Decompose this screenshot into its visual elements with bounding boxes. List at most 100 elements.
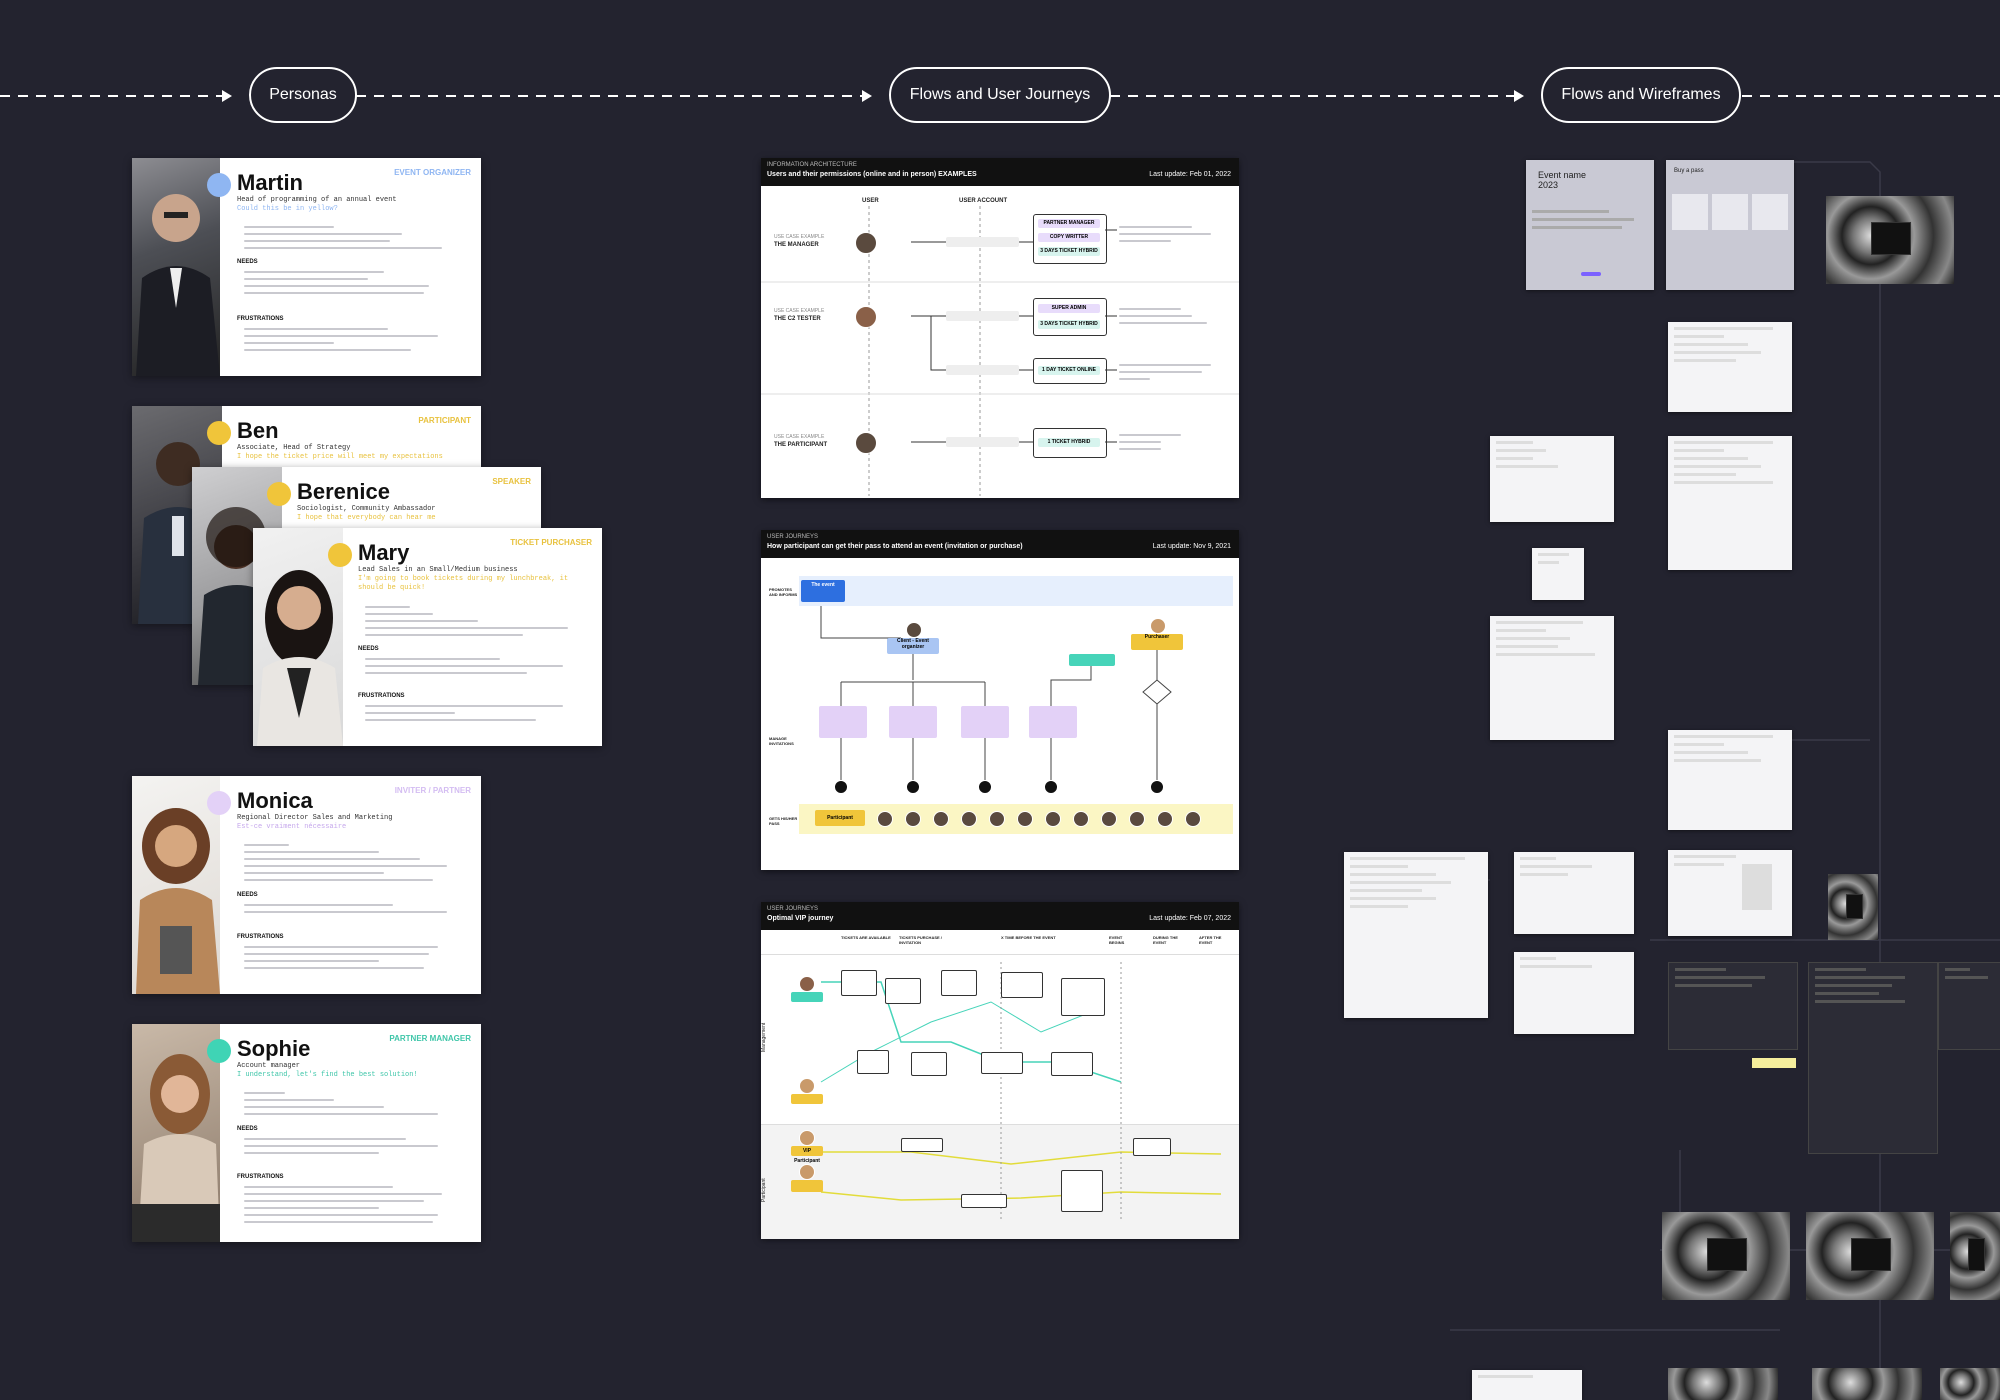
wireframe-dark-long bbox=[1808, 962, 1938, 1154]
account-manager-avatar bbox=[799, 1078, 815, 1094]
frustrations-heading: FRUSTRATIONS bbox=[237, 1174, 284, 1180]
case-manager: THE MANAGER bbox=[774, 242, 819, 248]
step-marker bbox=[906, 780, 920, 794]
persona-card-mary: Mary TICKET PURCHASER Lead Sales in an S… bbox=[253, 528, 602, 746]
account-node bbox=[946, 311, 1019, 321]
case-kicker: USE CASE EXAMPLE bbox=[774, 234, 825, 240]
persona-photo bbox=[132, 776, 220, 994]
persona-color-dot bbox=[267, 482, 291, 506]
frame-update: Last update: Nov 9, 2021 bbox=[1152, 543, 1231, 550]
lane-label: GETS HIS/HER PASS bbox=[769, 816, 798, 826]
persona-color-dot bbox=[207, 421, 231, 445]
step-card bbox=[1001, 972, 1043, 998]
step-card bbox=[1051, 1052, 1093, 1076]
event-node: The event bbox=[801, 580, 845, 602]
needs-list bbox=[244, 1138, 469, 1159]
frustrations-heading: FRUSTRATIONS bbox=[237, 934, 284, 940]
participant-avatar bbox=[1185, 811, 1201, 827]
permissions-text bbox=[1119, 308, 1223, 329]
frame-kicker: USER JOURNEYS bbox=[767, 906, 819, 912]
frame-header: INFORMATION ARCHITECTURE Users and their… bbox=[761, 158, 1239, 186]
stage-header: AFTER THE EVENT bbox=[1199, 935, 1222, 945]
participant-avatar bbox=[1017, 811, 1033, 827]
section-connector bbox=[0, 90, 2000, 102]
persona-name: Monica bbox=[237, 788, 313, 813]
lane-label: PROMOTES AND INFORMS bbox=[769, 587, 798, 597]
persona-role: TICKET PURCHASER bbox=[510, 538, 592, 547]
persona-name: Martin bbox=[237, 170, 303, 195]
frame-title: Users and their permissions (online and … bbox=[767, 171, 977, 178]
wireframe-event-page: Event name 2023 bbox=[1526, 160, 1654, 290]
wireframe-title: Buy a pass bbox=[1674, 168, 1704, 174]
account-node bbox=[946, 437, 1019, 447]
role-badge: 3 DAYS TICKET HYBRID bbox=[1038, 247, 1100, 256]
needs-list bbox=[244, 904, 469, 918]
persona-quote: Est-ce vraiment nécessaire bbox=[237, 823, 347, 831]
role-badge: 1 DAY TICKET ONLINE bbox=[1038, 366, 1100, 375]
step-card bbox=[857, 1050, 889, 1074]
step-marker bbox=[834, 780, 848, 794]
persona-subtitle: Regional Director Sales and Marketing bbox=[237, 814, 393, 822]
participant-avatar bbox=[1073, 811, 1089, 827]
wireframe-admin bbox=[1344, 852, 1488, 1018]
frame-header: USER JOURNEYS How participant can get th… bbox=[761, 530, 1239, 558]
participant-avatar bbox=[933, 811, 949, 827]
participant-avatar bbox=[961, 811, 977, 827]
stage-header: X TIME BEFORE THE EVENT bbox=[1001, 935, 1056, 940]
case-tester: THE C2 TESTER bbox=[774, 316, 821, 322]
wireframe-dark-hero bbox=[1826, 196, 1954, 284]
needs-heading: NEEDS bbox=[237, 259, 258, 265]
account-node bbox=[946, 237, 1019, 247]
persona-name: Berenice bbox=[297, 479, 390, 504]
organizer-avatar bbox=[906, 622, 922, 638]
step-card bbox=[841, 970, 877, 996]
wireframe-form bbox=[1668, 730, 1792, 830]
account-node bbox=[946, 365, 1019, 375]
stage-header: TICKETS PURCHASE / INVITATION bbox=[899, 935, 942, 945]
persona-subtitle: Account manager bbox=[237, 1062, 301, 1070]
wireframe-dark bbox=[1668, 962, 1798, 1050]
purchaser-avatar bbox=[1150, 618, 1166, 634]
case-participant: THE PARTICIPANT bbox=[774, 442, 828, 448]
vip-avatar bbox=[799, 1164, 815, 1180]
partner-node bbox=[1069, 654, 1115, 666]
wireframe-dark-hero bbox=[1806, 1212, 1934, 1300]
persona-role: EVENT ORGANIZER bbox=[394, 168, 471, 177]
persona-role: INVITER / PARTNER bbox=[394, 786, 471, 795]
buy-button[interactable] bbox=[1581, 272, 1601, 276]
organizer-node: Client - Event organizer bbox=[887, 638, 939, 654]
wireframe-buy-pass: Buy a pass bbox=[1666, 160, 1794, 290]
frustrations-list bbox=[244, 1186, 469, 1228]
section-flows-pill: Flows and User Journeys bbox=[889, 67, 1111, 123]
persona-bio bbox=[244, 844, 469, 886]
persona-color-dot bbox=[328, 543, 352, 567]
vip-inperson-node bbox=[791, 1180, 823, 1192]
journey-diagram: USER JOURNEYS How participant can get th… bbox=[761, 530, 1239, 870]
wireframe-dark bbox=[1938, 962, 2000, 1050]
frustrations-heading: FRUSTRATIONS bbox=[237, 316, 284, 322]
step-card bbox=[1061, 978, 1105, 1016]
persona-quote: I understand, let's find the best soluti… bbox=[237, 1071, 418, 1079]
person-silhouette bbox=[136, 808, 220, 994]
needs-heading: NEEDS bbox=[237, 1126, 258, 1132]
case-kicker: USE CASE EXAMPLE bbox=[774, 308, 825, 314]
frame-kicker: INFORMATION ARCHITECTURE bbox=[767, 162, 857, 168]
frame-title: How participant can get their pass to at… bbox=[767, 543, 1023, 550]
permissions-text bbox=[1119, 434, 1223, 455]
persona-card-monica: Monica INVITER / PARTNER Regional Direct… bbox=[132, 776, 481, 994]
participant-avatar bbox=[905, 811, 921, 827]
persona-bio bbox=[365, 606, 590, 641]
persona-color-dot bbox=[207, 173, 231, 197]
persona-card-sophie: Sophie PARTNER MANAGER Account manager I… bbox=[132, 1024, 481, 1242]
step-marker bbox=[978, 780, 992, 794]
invite-node bbox=[819, 706, 867, 738]
frame-header: USER JOURNEYS Optimal VIP journey Last u… bbox=[761, 902, 1239, 930]
wireframe-form bbox=[1514, 952, 1634, 1034]
step-card bbox=[1061, 1170, 1103, 1212]
case-kicker: USE CASE EXAMPLE bbox=[774, 434, 825, 440]
role-badge: 1 TICKET HYBRID bbox=[1038, 438, 1100, 447]
wireframe-dark-hero bbox=[1812, 1368, 1922, 1400]
person-silhouette bbox=[257, 570, 343, 746]
vip-participant-node: VIP Participant bbox=[791, 1146, 823, 1164]
wireframe-modal bbox=[1532, 548, 1584, 600]
